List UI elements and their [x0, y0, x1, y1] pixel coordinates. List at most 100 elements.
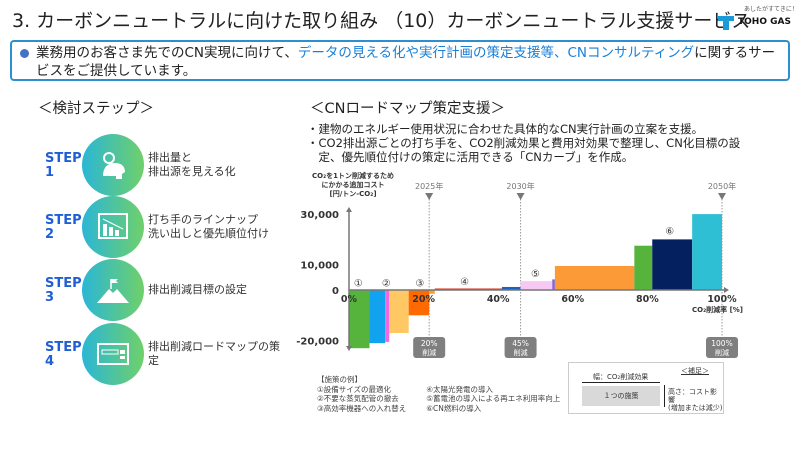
x-tick-label: 20%: [412, 294, 435, 305]
milestone-pct: 20%: [421, 339, 438, 348]
x-axis-arrow-icon: [724, 287, 729, 293]
height-label-sub: (増加または減少): [668, 404, 723, 412]
cost-bar: [385, 290, 390, 342]
step-text-line: 定: [148, 354, 159, 367]
milestone-year: 2030年: [506, 181, 534, 191]
step-number: 2: [45, 227, 55, 242]
milestone-pct: 100%: [711, 339, 732, 348]
step-circle: [82, 196, 144, 258]
x-axis-label: CO₂削減率 [%]: [692, 306, 744, 314]
x-tick-label: 80%: [636, 294, 659, 305]
step-text-line: 排出削減ロードマップの策: [148, 340, 280, 353]
y-axis-label: CO₂を1トン削減するため にかかる追加コスト [円/トン-CO₂]: [312, 172, 394, 199]
toho-logo-icon: [718, 16, 734, 30]
width-label: 幅：CO₂削減効果: [593, 373, 649, 381]
note-title: ＜補足＞: [681, 367, 709, 375]
y-label-line: にかかる追加コスト: [321, 181, 385, 189]
height-arrow: [664, 385, 665, 407]
intro-text: 業務用のお客さま先でのCN実現に向けて、: [36, 45, 298, 61]
y-tick-label: 0: [332, 286, 339, 297]
measure-number-label: ④: [460, 277, 469, 288]
intro-text-end: に関するサービスをご提供しています。: [36, 45, 776, 79]
cost-bar: [408, 290, 430, 316]
roadmap-description: ・建物のエネルギー使用状況に合わせた具体的なCN実行計画の立案を支援。 ・CO2…: [307, 122, 792, 164]
cost-bar: [634, 245, 653, 290]
y-label-line: CO₂を1トン削減するため: [312, 172, 395, 180]
roadmap-board-icon: [97, 343, 129, 365]
cost-bar: [552, 279, 555, 290]
mountain-flag-icon: [97, 279, 129, 303]
legend-item: ③高効率機器への入れ替え: [317, 403, 407, 413]
step-text-line: 洗い出しと優先順位付け: [148, 227, 269, 240]
cost-bar: [429, 290, 435, 294]
step-word: STEP: [45, 340, 82, 355]
step-text: 排出量と排出源を見える化: [148, 151, 236, 179]
step-circle: [82, 134, 144, 196]
milestone-year: 2025年: [415, 181, 443, 191]
x-tick-label: 40%: [487, 294, 510, 305]
supplement-box: ＜補足＞ 幅：CO₂削減効果 １つの施策 高さ：コスト影響(増加または減少): [568, 362, 724, 414]
milestone-badge: [706, 337, 738, 358]
cost-bar: [520, 281, 553, 290]
cost-bar: [389, 290, 409, 334]
step-word: STEP: [45, 151, 82, 166]
legend-title: 【施策の例】: [317, 375, 362, 384]
milestone-pct: 45%: [512, 339, 529, 348]
step-text: 排出削減目標の設定: [148, 283, 247, 297]
x-tick-label: 0%: [341, 294, 358, 305]
measure-number-label: ①: [354, 278, 363, 289]
step-text-line: 排出量と: [148, 151, 192, 164]
step-circle: [82, 259, 144, 321]
y-tick-label: 10,000: [300, 261, 339, 272]
steps-heading: ＜検討ステップ＞: [38, 101, 154, 117]
milestone-badge: [504, 337, 537, 358]
toho-gas-logo: あしたがすてきに！ TOHO GAS: [718, 4, 798, 32]
step-text-line: 排出削減目標の設定: [148, 283, 247, 296]
measure-number-label: ②: [382, 278, 391, 289]
step-text-line: 排出源を見える化: [148, 165, 236, 178]
legend-item: ②不要な蒸気配管の撤去: [317, 394, 399, 403]
legend-item: ①設備サイズの最適化: [317, 384, 391, 394]
width-arrow: [582, 382, 660, 383]
intro-highlight: データの見える化や実行計画の策定支援等、CNコンサルティング: [297, 45, 695, 61]
milestone-cut: 削減: [422, 348, 436, 357]
step-number: 3: [45, 290, 55, 305]
milestone-badge: [413, 337, 446, 358]
bullet-icon: [20, 49, 29, 58]
roadmap-heading: ＜CNロードマップ策定支援＞: [310, 101, 505, 117]
page-title: 3. カーボンニュートラルに向けた取り組み （10）カーボンニュートラル支援サー…: [12, 10, 751, 32]
milestone-year: 2050年: [708, 181, 736, 191]
y-axis-arrow-bottom-icon: [346, 346, 352, 351]
measure-box: １つの施策: [582, 386, 660, 406]
milestone-marker-icon: [718, 193, 726, 200]
step-word: STEP: [45, 213, 82, 228]
cost-bar: [501, 286, 521, 290]
desc-line: 定、優先順位付けの策定に活用できる「CNカーブ」を作成。: [307, 150, 634, 164]
declining-chart-icon: [98, 213, 128, 239]
head-gears-icon: [103, 152, 125, 179]
milestone-marker-icon: [516, 193, 525, 200]
legend-item: ⑤蓄電池の導入による再エネ利用率向上: [426, 394, 561, 403]
x-tick-label: 100%: [707, 294, 737, 305]
step-word: STEP: [45, 276, 82, 291]
height-label: 高さ：コスト影響: [668, 388, 717, 404]
step-text-line: 打ち手のラインナップ: [148, 213, 258, 226]
logo-tagline: あしたがすてきに！: [744, 6, 798, 13]
desc-line: ・CO2排出源ごとの打ち手を、CO2削減効果と費用対効果で整理し、CN化目標の設: [307, 136, 741, 150]
step-text: 打ち手のラインナップ洗い出しと優先順位付け: [148, 213, 269, 241]
milestone-cut: 削減: [715, 348, 729, 357]
legend-item: ⑥CN燃料の導入: [426, 403, 482, 413]
desc-line: ・建物のエネルギー使用状況に合わせた具体的なCN実行計画の立案を支援。: [307, 122, 704, 136]
y-tick-label: -20,000: [296, 337, 339, 348]
measure-number-label: ⑥: [665, 227, 674, 238]
measure-number-label: ③: [415, 278, 424, 289]
legend-item: ④太陽光発電の導入: [426, 384, 493, 394]
